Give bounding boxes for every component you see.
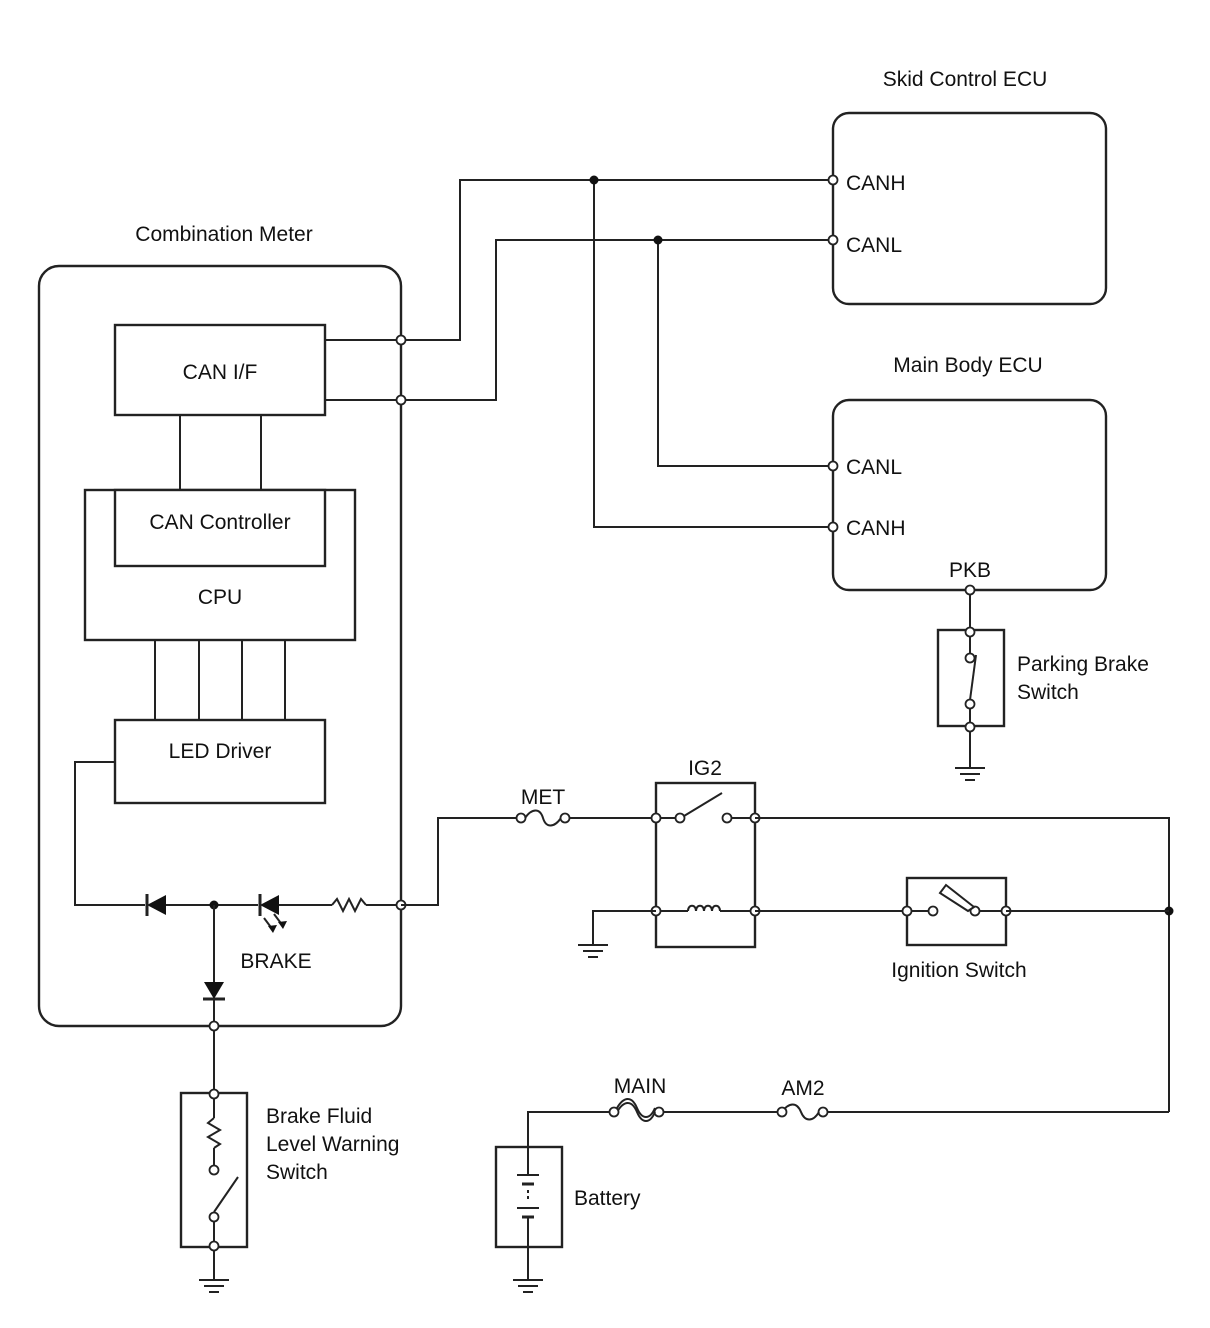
led-driver-block xyxy=(113,718,327,805)
combination-meter-box xyxy=(37,264,403,1028)
body-canl-pin-label: CANL xyxy=(846,456,902,479)
can-if-label: CAN I/F xyxy=(183,361,258,384)
led-driver-label: LED Driver xyxy=(169,740,272,763)
ig2-coil-ground xyxy=(578,910,656,958)
ig2-relay xyxy=(650,781,761,949)
ground-symbol xyxy=(955,767,985,781)
body-canh-pin-label: CANH xyxy=(846,517,906,540)
meter-internal-circuit xyxy=(74,761,407,1093)
can-if-block xyxy=(113,323,327,417)
am2-fuse-label: AM2 xyxy=(781,1077,824,1100)
ignition-switch-label: Ignition Switch xyxy=(891,959,1026,982)
ig2-relay-label: IG2 xyxy=(688,757,722,780)
ignition-switch xyxy=(755,876,1169,947)
skid-control-ecu-title: Skid Control ECU xyxy=(883,68,1048,91)
brake-fluid-label-2: Level Warning xyxy=(266,1133,399,1156)
skid-control-ecu-box xyxy=(831,111,1108,306)
brake-led-label: BRAKE xyxy=(240,950,311,973)
can-controller-block xyxy=(113,488,327,568)
main-fuse-label: MAIN xyxy=(614,1075,667,1098)
parking-brake-switch xyxy=(936,584,1006,768)
can-controller-label: CAN Controller xyxy=(149,511,290,534)
brake-fluid-label-3: Switch xyxy=(266,1161,328,1184)
brake-fluid-level-warning-switch xyxy=(179,1088,249,1293)
battery-supply-circuit xyxy=(527,1098,1169,1147)
cpu-label: CPU xyxy=(198,586,242,609)
skid-canl-pin-label: CANL xyxy=(846,234,902,257)
brake-fluid-label-1: Brake Fluid xyxy=(266,1105,372,1128)
met-fuse-circuit xyxy=(401,809,656,906)
battery-label: Battery xyxy=(574,1187,641,1210)
parking-brake-switch-label-2: Switch xyxy=(1017,681,1079,704)
skid-canh-pin-label: CANH xyxy=(846,172,906,195)
combination-meter-title: Combination Meter xyxy=(135,223,312,246)
can-bus-wires xyxy=(401,174,839,533)
main-body-ecu-title: Main Body ECU xyxy=(893,354,1042,377)
pkb-pin-label: PKB xyxy=(949,559,991,582)
met-fuse-label: MET xyxy=(521,786,566,809)
parking-brake-switch-label-1: Parking Brake xyxy=(1017,653,1149,676)
battery-symbol xyxy=(494,1145,564,1293)
